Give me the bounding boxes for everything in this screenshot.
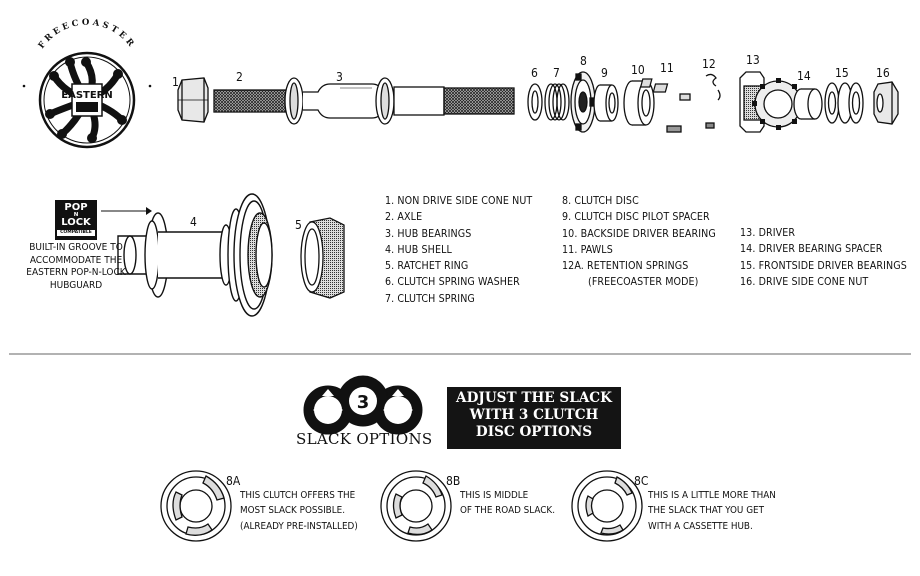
part-16-cone-nut [873,81,899,125]
part-label-7: 7 [553,66,560,80]
legend-item: 16. DRIVE SIDE CONE NUT [740,275,869,288]
pop-badge-line2: N [73,212,79,218]
part-label-13: 13 [746,53,760,67]
part-9-pilot-spacer [593,84,619,122]
part-10-bearing [623,80,655,126]
part-5-ratchet-ring [300,217,345,299]
pop-badge-line4: COMPATIBLE [57,230,95,236]
freecoaster-logo: EASTERN FREECOASTER [22,18,152,149]
legend-item: 10. BACKSIDE DRIVER BEARING [562,227,716,240]
legend-item: 14. DRIVER BEARING SPACER [740,243,883,256]
legend-item-continuation: (FREECOASTER MODE) [588,276,699,289]
clutch-8a-label: 8A [226,474,241,488]
part-11-pawls [639,78,691,133]
part-label-1: 1 [172,75,179,89]
clutch-disc-8a-icon [160,470,232,542]
legend-column-1: 1. NON DRIVE SIDE CONE NUT 2. AXLE 3. HU… [385,193,532,307]
legend-column-2: 8. CLUTCH DISC 9. CLUTCH DISC PILOT SPAC… [562,193,716,291]
part-15-driver-bearings [824,82,864,124]
pointer-arrow-icon [146,207,152,215]
slack-options-label: SLACK OPTIONS [296,430,433,448]
legend-item: 7. CLUTCH SPRING [385,292,475,305]
part-1-cone-nut [177,77,209,123]
legend-item: 4. HUB SHELL [385,243,452,256]
clutch-8c-description: THIS IS A LITTLE MORE THAN THE SLACK THA… [648,490,776,532]
part-13-driver [739,71,804,133]
part-4-hub-shell [117,193,273,317]
clutch-8b-label: 8B [446,474,461,488]
part-14-driver-spacer [793,88,823,120]
part-label-16: 16 [876,66,890,80]
legend-item: 5. RATCHET RING [385,260,469,273]
pop-badge-line1: POP [64,202,88,213]
part-label-5: 5 [295,218,302,232]
pop-badge-line3: LOCK [61,217,91,228]
clutch-disc-8b-icon [380,470,452,542]
adjust-slack-headline: ADJUST THE SLACK WITH 3 CLUTCH DISC OPTI… [447,387,621,449]
exploded-parts-row [177,71,899,133]
slack-options-badge: 3 [303,375,423,435]
legend-item: 8. CLUTCH DISC [562,195,639,207]
part-8-clutch-disc [570,71,596,133]
part-label-14: 14 [797,69,811,83]
part-label-4: 4 [190,215,197,229]
clutch-8a-description: THIS CLUTCH OFFERS THE MOST SLACK POSSIB… [240,490,358,532]
legend-item: 15. FRONTSIDE DRIVER BEARINGS [740,259,907,272]
part-label-3: 3 [336,70,343,84]
part-12-retention-springs [705,73,721,129]
clutch-8c-label: 8C [634,474,649,488]
svg-text:FREECOASTER: FREECOASTER [37,18,138,51]
part-label-9: 9 [601,66,608,80]
logo-ring-text: FREECOASTER [37,18,135,51]
legend-item: 11. PAWLS [562,243,613,256]
legend-column-3: 13. DRIVER 14. DRIVER BEARING SPACER 15.… [740,225,907,290]
part-label-10: 10 [631,63,645,77]
clutch-8b-description: THIS IS MIDDLE OF THE ROAD SLACK. [460,490,556,517]
part-6-washer [527,83,543,121]
legend-item: 2. AXLE [385,211,423,224]
clutch-disc-8c-icon [571,470,643,542]
part-2-axle [213,89,287,113]
logo-mark-top: EASTERN [61,90,113,101]
legend-item: 3. HUB BEARINGS [385,227,472,240]
part-3-hub-bearings [284,77,515,125]
part-label-15: 15 [835,66,849,80]
part-label-11: 11 [660,61,674,75]
slack-number: 3 [357,392,370,413]
legend-item: 6. CLUTCH SPRING WASHER [385,276,520,289]
legend-item: 1. NON DRIVE SIDE CONE NUT [385,195,533,207]
part-label-6: 6 [531,66,538,80]
part-label-8: 8 [580,54,587,68]
legend-item: 12A. RETENTION SPRINGS [562,260,689,273]
part-label-2: 2 [236,70,243,84]
part-7-spring [544,83,570,121]
legend-item: 13. DRIVER [740,227,796,239]
pop-lock-caption: BUILT-IN GROOVE TO ACCOMMODATE THE EASTE… [26,242,126,291]
pop-n-lock-badge: POP N LOCK COMPATIBLE [55,200,97,240]
part-label-12: 12 [702,57,716,71]
legend-item: 9. CLUTCH DISC PILOT SPACER [562,211,710,224]
